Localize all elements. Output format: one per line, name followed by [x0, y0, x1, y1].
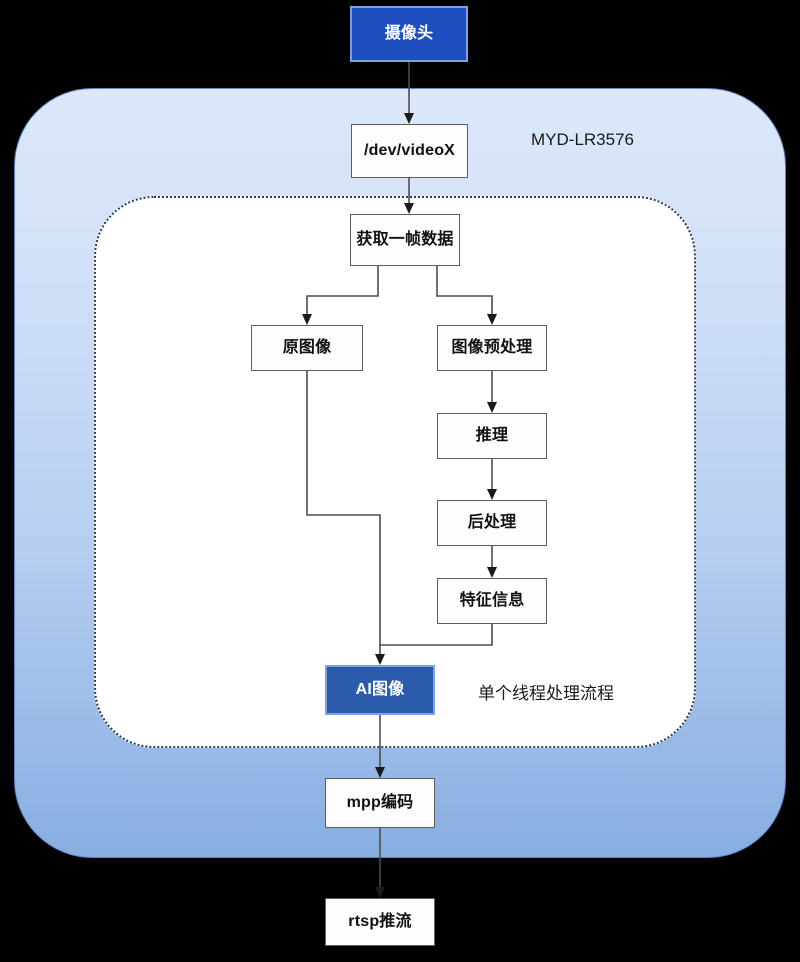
node-video-device[interactable]: /dev/videoX — [351, 124, 468, 178]
board-title-label: MYD-LR3576 — [531, 130, 634, 149]
node-mpp-encode[interactable]: mpp编码 — [325, 778, 435, 828]
node-ai-image[interactable]: AI图像 — [325, 665, 435, 715]
node-feature-info[interactable]: 特征信息 — [437, 578, 547, 624]
node-raw-image[interactable]: 原图像 — [251, 325, 363, 371]
node-preprocess[interactable]: 图像预处理 — [437, 325, 547, 371]
thread-flow-label: 单个线程处理流程 — [478, 684, 614, 703]
node-grab-frame[interactable]: 获取一帧数据 — [350, 214, 460, 266]
arrowhead-rtsp-push — [375, 887, 385, 898]
node-inference[interactable]: 推理 — [437, 413, 547, 459]
thread-flow-container — [94, 196, 696, 748]
node-camera[interactable]: 摄像头 — [350, 6, 468, 62]
node-postprocess[interactable]: 后处理 — [437, 500, 547, 546]
node-rtsp-push[interactable]: rtsp推流 — [325, 898, 435, 946]
